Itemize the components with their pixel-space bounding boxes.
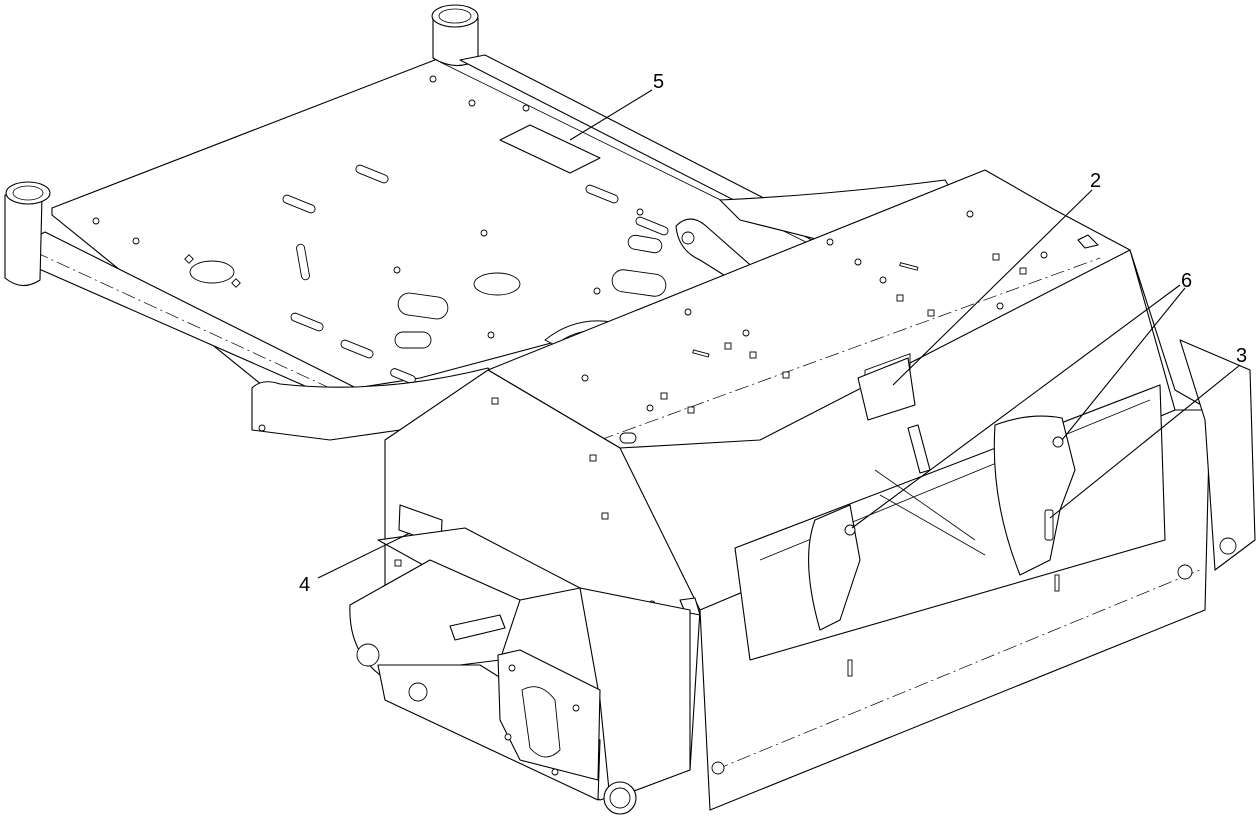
leader-5 (569, 89, 653, 141)
decal-2 (857, 357, 916, 421)
decal-5 (499, 124, 601, 174)
callout-6: 6 (1181, 270, 1192, 292)
leader-6a (851, 284, 1181, 529)
callout-5: 5 (653, 71, 664, 93)
rear-socket (431, 4, 831, 241)
right-strap (993, 415, 1076, 576)
front-mount-bracket (349, 527, 691, 815)
callout-4: 4 (299, 574, 310, 596)
leader-lines (317, 89, 1241, 579)
left-curved-plate (251, 367, 497, 441)
callout-3: 3 (1236, 345, 1247, 367)
bolt-6-right (1052, 436, 1064, 448)
deck-holes (92, 75, 667, 349)
leader-3 (1049, 364, 1241, 519)
leader-2 (892, 189, 1093, 386)
leader-6b (1061, 287, 1186, 441)
left-strap (808, 504, 861, 631)
callout-labels: 5 2 6 3 4 (299, 71, 1247, 596)
callout-2: 2 (1090, 170, 1101, 192)
leader-4 (317, 532, 411, 579)
deck-slots (282, 164, 669, 384)
